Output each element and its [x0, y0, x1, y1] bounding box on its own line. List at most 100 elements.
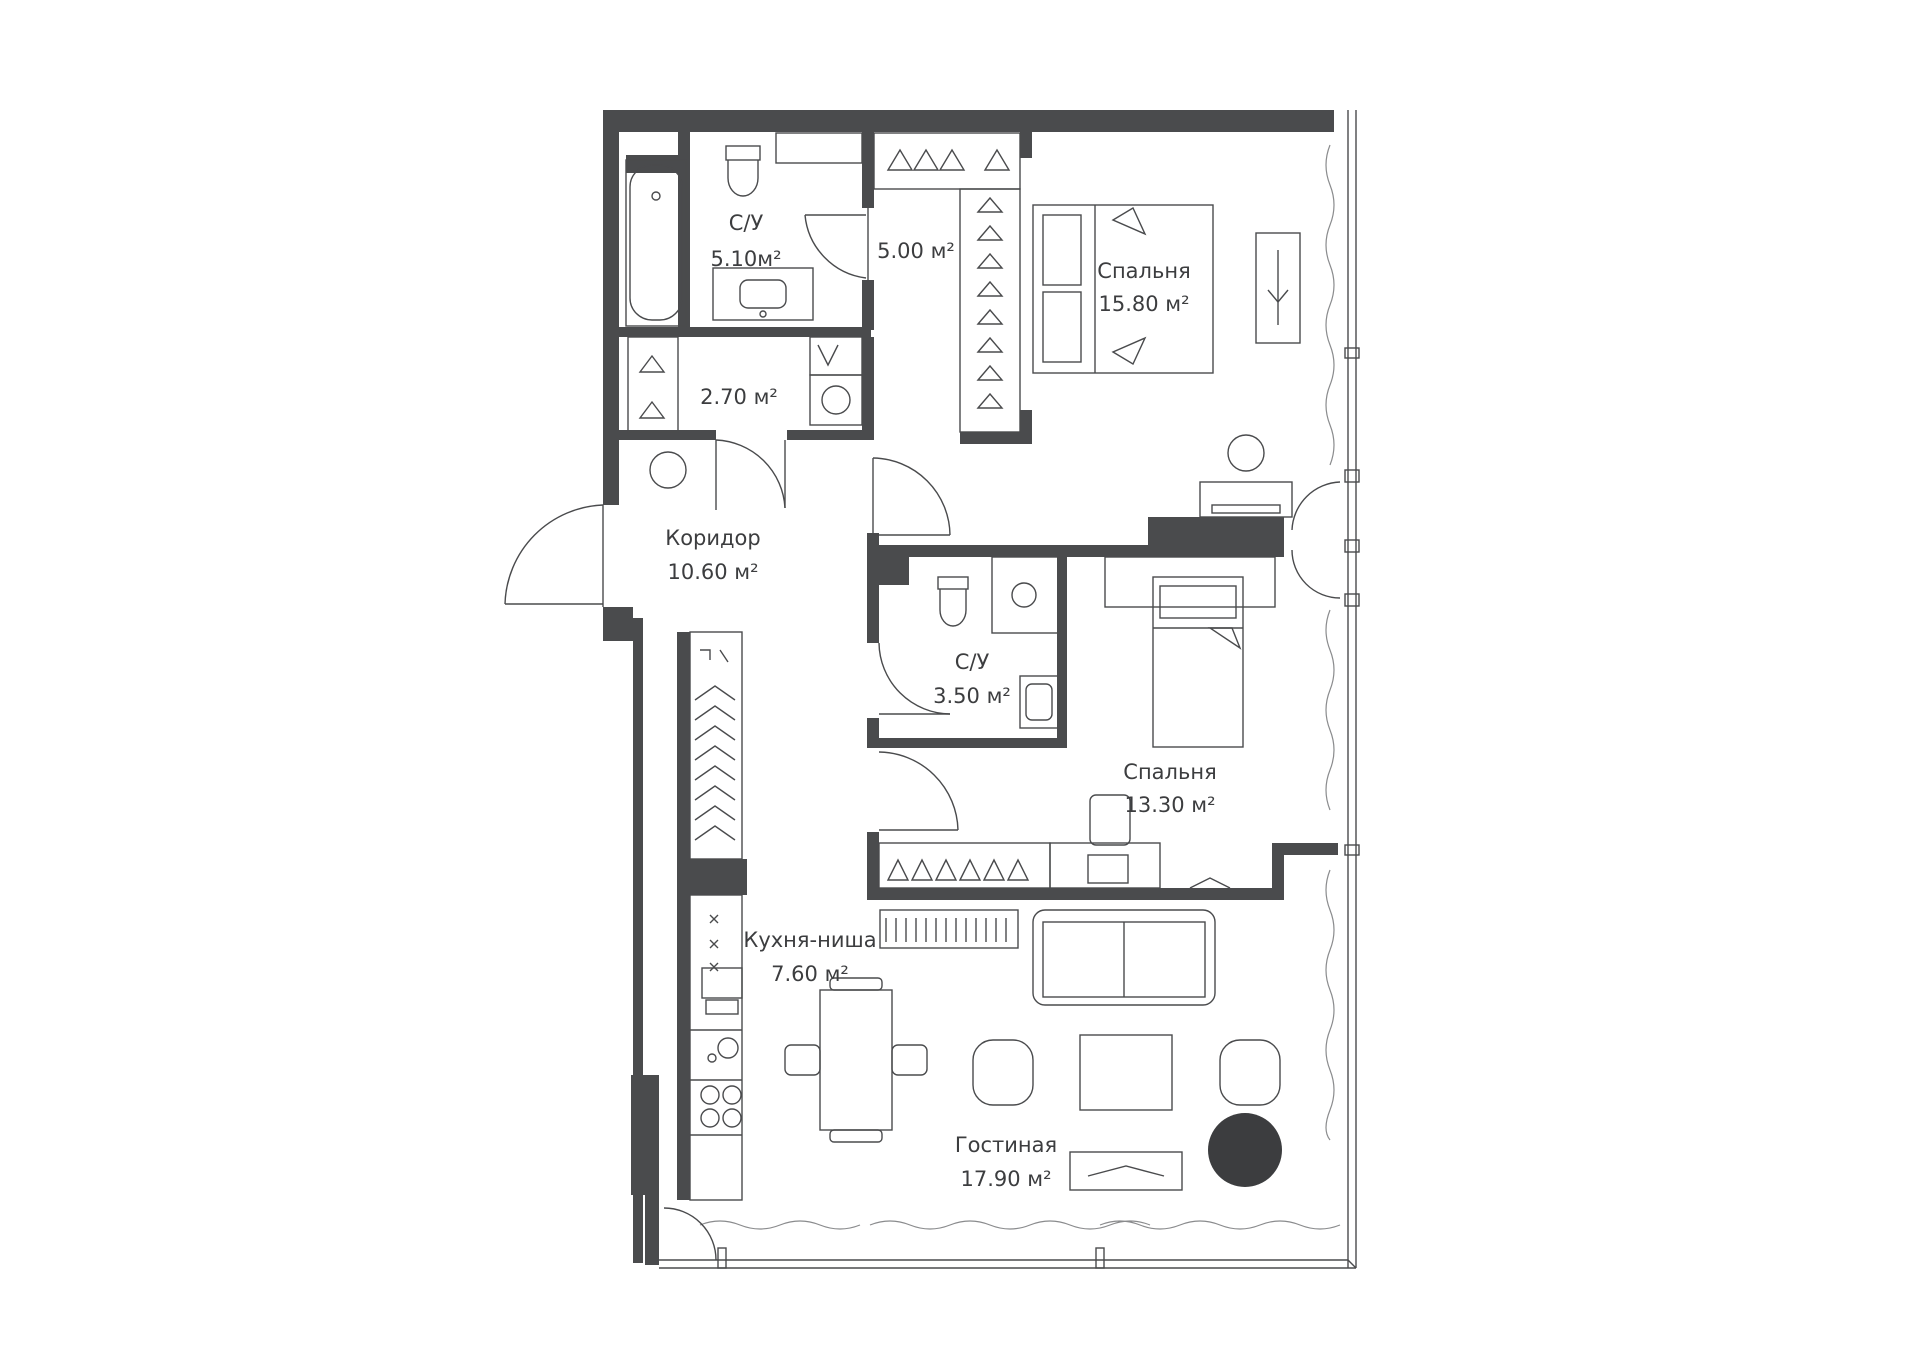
kitchen-fixtures	[689, 894, 743, 1201]
dining-table-icon	[784, 977, 928, 1143]
wall-bath2-left-top	[867, 533, 879, 643]
walls	[603, 110, 1338, 1265]
wall-wardrobe1-right-low	[1020, 410, 1032, 444]
coffee-table	[1079, 1034, 1173, 1111]
hanger-icon	[958, 858, 982, 881]
desk-icon	[1049, 794, 1161, 889]
wall-left-lower	[633, 618, 643, 1263]
wall-wardrobe1-right	[1020, 128, 1032, 158]
hanger-icon	[638, 400, 666, 419]
hanger-icon	[976, 308, 1004, 325]
room-area-bedroom-1: 15.80 м²	[1098, 292, 1189, 316]
room-name-kitchen: Кухня-ниша	[743, 928, 876, 952]
door-swing-icon	[1291, 481, 1341, 599]
bed-icon	[1152, 576, 1244, 748]
hanger-icon	[976, 364, 1004, 381]
wardrobe-1	[873, 132, 1021, 433]
living-furniture	[784, 909, 1282, 1191]
hanger-icon	[886, 148, 914, 171]
hanger-icon	[886, 858, 910, 881]
room-area-storage: 2.70 м²	[700, 385, 778, 409]
room-area-living: 17.90 м²	[960, 1167, 1051, 1191]
hanger-icon	[982, 858, 1006, 881]
curtain-bottom	[699, 1220, 1341, 1230]
door-swing-icon	[878, 642, 951, 715]
sofa-icon	[1032, 909, 1216, 1006]
toilet-icon	[725, 145, 761, 197]
plant-icon	[1208, 1113, 1282, 1187]
hanger-icon	[694, 745, 736, 761]
hanger-icon	[976, 196, 1004, 213]
hanger-icon	[934, 858, 958, 881]
hanger-icon	[694, 685, 736, 701]
storage-fixtures	[627, 336, 863, 489]
bathroom-1-fixtures	[625, 132, 863, 327]
room-name-living: Гостиная	[955, 1133, 1057, 1157]
hanger-icon	[694, 805, 736, 821]
stove-icon	[700, 1085, 742, 1128]
wall-bath2-nib	[879, 557, 909, 585]
wall-wardrobe1-bottom	[960, 432, 1032, 444]
toilet-icon	[937, 576, 969, 627]
wall-bedroom-divider-block	[1148, 517, 1284, 557]
plant-icon	[1227, 434, 1265, 472]
room-labels: С/У 5.10м² 5.00 м² Спальня 15.80 м² 2.70…	[665, 211, 1216, 1191]
hanger-icon	[694, 705, 736, 721]
wall-bedroom2-step	[1272, 843, 1284, 900]
wall-top	[603, 110, 1334, 132]
wardrobe-2	[878, 842, 1051, 889]
armchair-icon	[972, 1039, 1034, 1106]
hanger-icon	[976, 280, 1004, 297]
bedroom-1-furniture	[1032, 204, 1301, 518]
wall-bath2-bottom	[867, 738, 1067, 748]
desk-icon	[1199, 481, 1293, 518]
wall-bedroom2-left	[867, 832, 879, 896]
wall-bath1-right	[862, 128, 874, 208]
wall-storage-right	[862, 337, 874, 440]
room-area-bathroom-1: 5.10м²	[710, 247, 781, 271]
hanger-icon	[694, 765, 736, 781]
facade	[659, 110, 1360, 1269]
sink-icon	[701, 967, 743, 1015]
bathroom-2-fixtures	[937, 556, 1061, 729]
hanger-icon	[976, 336, 1004, 353]
room-name-bathroom-1: С/У	[729, 211, 764, 235]
hanger-icon	[694, 725, 736, 741]
wall-bedroom-divider	[870, 545, 1160, 557]
room-area-corridor: 10.60 м²	[667, 560, 758, 584]
hanger-icon	[694, 785, 736, 801]
wall-left-stub	[619, 110, 664, 128]
plant-icon	[649, 451, 687, 489]
hanger-icon	[912, 148, 940, 171]
armchair-icon	[1219, 1039, 1281, 1106]
door-swing-icon	[872, 457, 951, 536]
door-swing-icon	[715, 439, 786, 510]
bathtub-icon	[629, 164, 683, 321]
room-name-bedroom-2: Спальня	[1123, 760, 1216, 784]
wall-kitchen-back	[677, 895, 690, 1200]
washing-machine-icon	[809, 374, 863, 426]
wall-bath1-right-low	[862, 280, 874, 330]
room-area-kitchen: 7.60 м²	[771, 962, 849, 986]
wall-left-lower-cap	[603, 607, 633, 641]
door-swing-icon	[878, 751, 959, 831]
hanger-icon	[976, 224, 1004, 241]
hanger-icon	[976, 392, 1004, 409]
wall-storage-bottom-l	[618, 430, 716, 440]
hanger-icon	[638, 354, 666, 373]
stove-icon	[709, 914, 719, 972]
room-name-corridor: Коридор	[665, 526, 760, 550]
hanger-icon	[694, 825, 736, 841]
wall-bath1-bottom	[618, 327, 871, 337]
doors	[504, 208, 1341, 1261]
hanger-icon	[910, 858, 934, 881]
hanger-icon	[983, 148, 1011, 171]
wall-left-bottom	[645, 1195, 659, 1265]
wall-kitchen-wardrobe	[677, 632, 690, 859]
wall-left-upper	[603, 110, 619, 505]
wall-bedroom2-bottom	[867, 888, 1280, 900]
sink-icon	[991, 556, 1061, 634]
bedroom-2-furniture	[878, 556, 1276, 889]
wall-left-stub-2	[626, 155, 686, 173]
